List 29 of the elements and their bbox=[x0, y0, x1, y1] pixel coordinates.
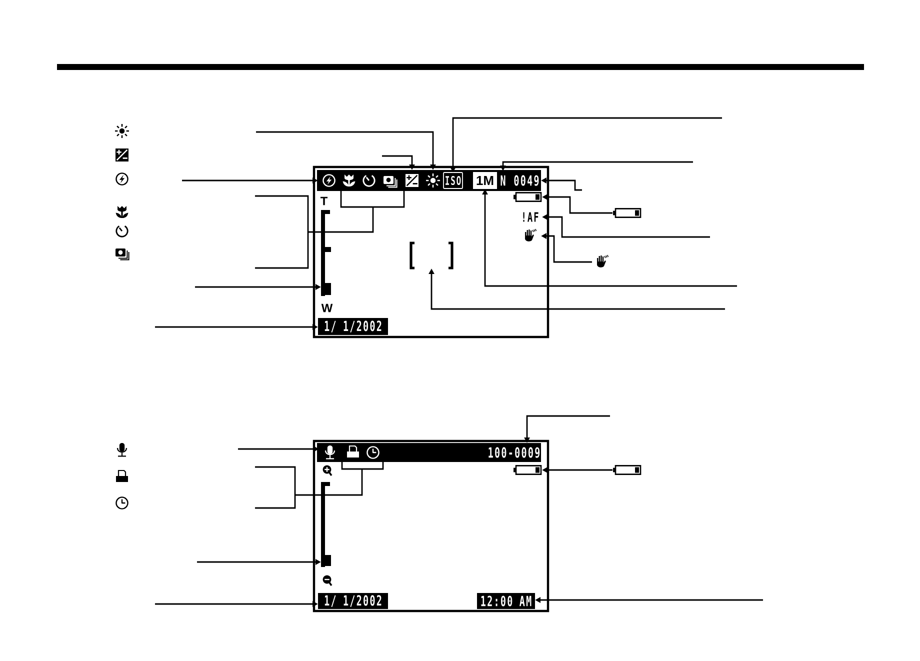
node-label: 12:00 AM bbox=[481, 596, 532, 606]
node-label: 1/ 1/2002 bbox=[324, 320, 382, 332]
zoom-letter: W bbox=[321, 304, 333, 312]
battery-icon bbox=[514, 465, 542, 475]
quality-letter: N bbox=[500, 175, 506, 186]
battery-icon bbox=[613, 208, 642, 218]
sun-icon bbox=[425, 172, 441, 188]
battery-icon bbox=[514, 192, 542, 202]
zoom-bar bbox=[321, 210, 331, 296]
node-label: 1/ 1/2002 bbox=[324, 595, 382, 607]
bracket-leader bbox=[254, 189, 405, 269]
iso-badge: ISO bbox=[443, 172, 463, 189]
bracket-leader bbox=[254, 461, 384, 509]
file-number: 100-0009 bbox=[488, 447, 540, 458]
zoom-letter: T bbox=[320, 196, 328, 206]
warning-text: !AF bbox=[523, 212, 538, 222]
date-display: 1/ 1/2002 bbox=[318, 593, 388, 609]
time-display: 12:00 AM bbox=[477, 593, 535, 609]
flash-icon bbox=[322, 174, 336, 187]
microphone-icon bbox=[324, 446, 336, 460]
frame-counter: 0049 bbox=[514, 175, 539, 186]
size-badge: 1M bbox=[473, 172, 497, 189]
battery-icon bbox=[613, 465, 642, 475]
hand-icon bbox=[525, 228, 537, 242]
zoom-bar bbox=[321, 482, 331, 567]
plus-minus-icon bbox=[406, 174, 418, 187]
hand-icon bbox=[597, 254, 609, 268]
date-display: 1/ 1/2002 bbox=[318, 318, 388, 335]
focus-brackets bbox=[410, 242, 454, 270]
